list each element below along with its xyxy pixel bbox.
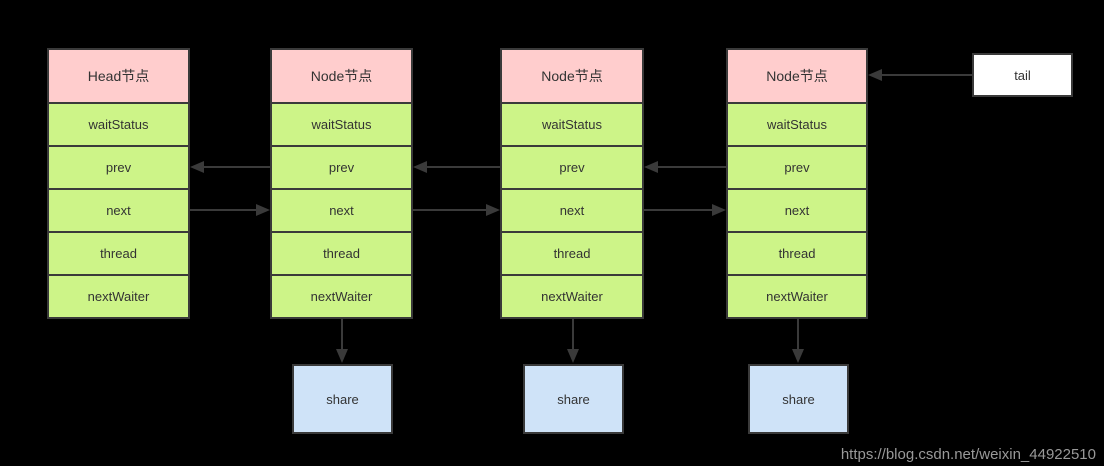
field-nextwaiter: nextWaiter: [728, 274, 866, 317]
field-prev: prev: [728, 145, 866, 188]
arrow-line: [644, 209, 713, 211]
arrowhead-right-icon: [256, 204, 270, 216]
arrow-line: [880, 74, 972, 76]
node-table-2: Node节点 waitStatus prev next thread nextW…: [270, 48, 413, 319]
arrow-line: [797, 318, 799, 350]
arrow-line: [202, 166, 270, 168]
arrowhead-down-icon: [792, 349, 804, 363]
node-header-cell: Head节点: [49, 50, 188, 102]
tail-pointer-box: tail: [972, 53, 1073, 97]
node-header-cell: Node节点: [728, 50, 866, 102]
node-table-head: Head节点 waitStatus prev next thread nextW…: [47, 48, 190, 319]
arrow-line: [572, 318, 574, 350]
field-prev: prev: [49, 145, 188, 188]
field-waitstatus: waitStatus: [728, 102, 866, 145]
field-next: next: [728, 188, 866, 231]
field-nextwaiter: nextWaiter: [49, 274, 188, 317]
arrowhead-left-icon: [644, 161, 658, 173]
node-header-cell: Node节点: [502, 50, 642, 102]
share-box-3: share: [748, 364, 849, 434]
field-next: next: [502, 188, 642, 231]
field-next: next: [49, 188, 188, 231]
node-header-cell: Node节点: [272, 50, 411, 102]
node-table-4: Node节点 waitStatus prev next thread nextW…: [726, 48, 868, 319]
arrowhead-left-icon: [868, 69, 882, 81]
csdn-watermark: https://blog.csdn.net/weixin_44922510: [840, 446, 1096, 463]
arrowhead-left-icon: [190, 161, 204, 173]
field-prev: prev: [272, 145, 411, 188]
field-next: next: [272, 188, 411, 231]
field-thread: thread: [272, 231, 411, 274]
arrowhead-down-icon: [336, 349, 348, 363]
arrow-line: [341, 318, 343, 350]
arrowhead-left-icon: [413, 161, 427, 173]
field-thread: thread: [49, 231, 188, 274]
field-waitstatus: waitStatus: [49, 102, 188, 145]
field-prev: prev: [502, 145, 642, 188]
arrowhead-down-icon: [567, 349, 579, 363]
node-table-3: Node节点 waitStatus prev next thread nextW…: [500, 48, 644, 319]
arrow-line: [656, 166, 726, 168]
field-thread: thread: [728, 231, 866, 274]
arrow-line: [425, 166, 500, 168]
share-box-2: share: [523, 364, 624, 434]
arrow-line: [190, 209, 257, 211]
arrowhead-right-icon: [486, 204, 500, 216]
field-thread: thread: [502, 231, 642, 274]
field-waitstatus: waitStatus: [502, 102, 642, 145]
field-nextwaiter: nextWaiter: [272, 274, 411, 317]
share-box-1: share: [292, 364, 393, 434]
arrow-line: [413, 209, 487, 211]
field-nextwaiter: nextWaiter: [502, 274, 642, 317]
arrowhead-right-icon: [712, 204, 726, 216]
field-waitstatus: waitStatus: [272, 102, 411, 145]
